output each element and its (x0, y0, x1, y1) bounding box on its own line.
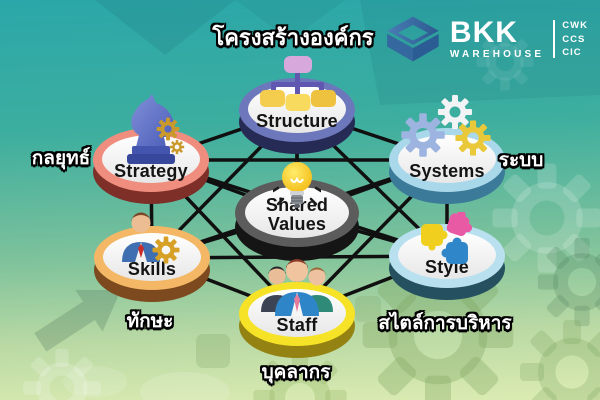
chess-knight-icon (127, 94, 185, 164)
logo-subtitle: WAREHOUSE (449, 48, 545, 60)
node-label: Staff (276, 315, 318, 335)
thai-label-style: สไตล์การบริหาร (378, 313, 512, 334)
thai-label-structure: โครงสร้างองค์กร (212, 25, 374, 50)
node-systems: Systems (389, 94, 505, 206)
thai-label-skills: ทักษะ (126, 311, 174, 332)
node-style: Style (389, 212, 505, 302)
people-icon (261, 259, 333, 316)
node-staff: Staff (239, 259, 355, 360)
lightbulb-icon (273, 160, 321, 208)
gears-icon (401, 94, 491, 157)
node-label: Structure (256, 111, 338, 131)
org-chart-icon (260, 56, 336, 111)
node-skills: Skills (94, 212, 210, 304)
thai-label-staff: บุคลากร (261, 362, 331, 383)
logo-brand: BKK (449, 15, 518, 49)
node-strategy: Strategy (93, 94, 209, 206)
thai-label-systems: ระบบ (498, 150, 544, 171)
logo-tag-cwk: CWK (562, 20, 588, 31)
logo-divider (553, 20, 556, 58)
thai-label-strategy: กลยุทธ์ (31, 148, 91, 169)
warehouse-box-icon (387, 16, 439, 62)
logo-tag-ccs: CCS (562, 33, 586, 45)
logo-tag-cic: CIC (562, 47, 582, 58)
puzzle-icon (421, 212, 473, 264)
node-shared-values: Shared Values (235, 160, 359, 263)
logo: BKK WAREHOUSE CWK CCS CIC (384, 10, 588, 68)
node-structure: Structure (239, 56, 355, 156)
node-label: Systems (409, 161, 485, 181)
person-gear-icon (122, 212, 180, 264)
